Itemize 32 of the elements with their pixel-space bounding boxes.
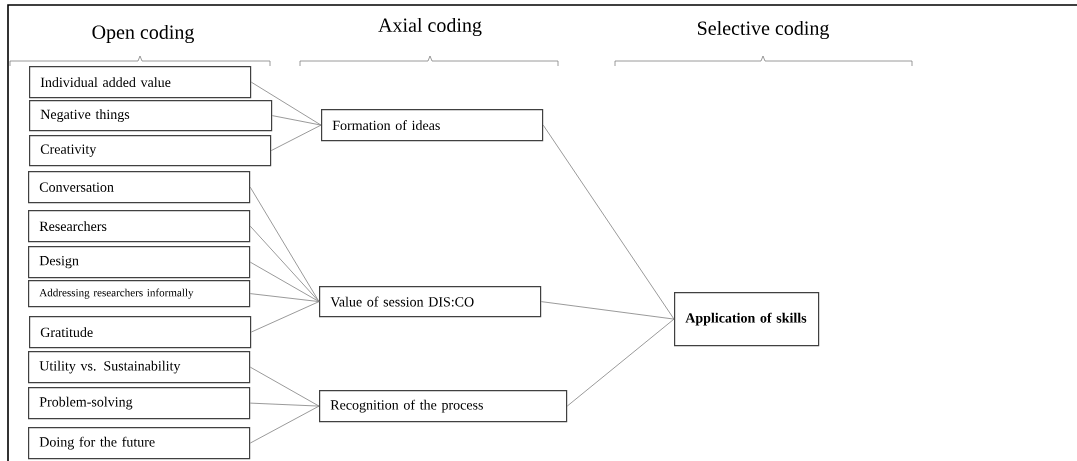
code-box: Individual added value [29, 66, 252, 99]
connector-line [249, 405, 320, 444]
connector-line [271, 115, 322, 126]
connector-line [249, 186, 320, 302]
code-box: Doing for the future [28, 427, 251, 460]
connector-line [249, 293, 320, 302]
connector-line [249, 225, 320, 302]
connector-line [540, 301, 675, 320]
code-box: Utility vs. Sustainability [28, 351, 251, 384]
connector-line [270, 124, 322, 151]
connector-line [542, 124, 675, 320]
code-box: Formation of ideas [321, 109, 544, 142]
connector-line [250, 301, 320, 333]
code-box: Creativity [29, 135, 272, 167]
code-box: Value of session DIS:CO [319, 286, 542, 318]
code-box: Negative things [29, 100, 273, 132]
connector-line [249, 261, 320, 302]
connector-line [566, 318, 675, 407]
code-box: Application of skills [674, 292, 820, 347]
code-box: Addressing researchers informally [28, 280, 251, 308]
code-box: Recognition of the process [319, 390, 568, 423]
connector-line [250, 81, 322, 126]
code-box: Conversation [28, 171, 251, 204]
code-box: Problem-solving [28, 387, 251, 420]
column-heading: Selective coding [698, 20, 829, 40]
code-box: Design [28, 246, 251, 279]
connector-line [249, 366, 320, 407]
code-box: Gratitude [29, 316, 252, 349]
column-heading: Axial coding [378, 17, 482, 37]
code-box: Researchers [28, 210, 251, 243]
connector-line [249, 402, 320, 407]
column-heading: Open coding [92, 24, 194, 44]
